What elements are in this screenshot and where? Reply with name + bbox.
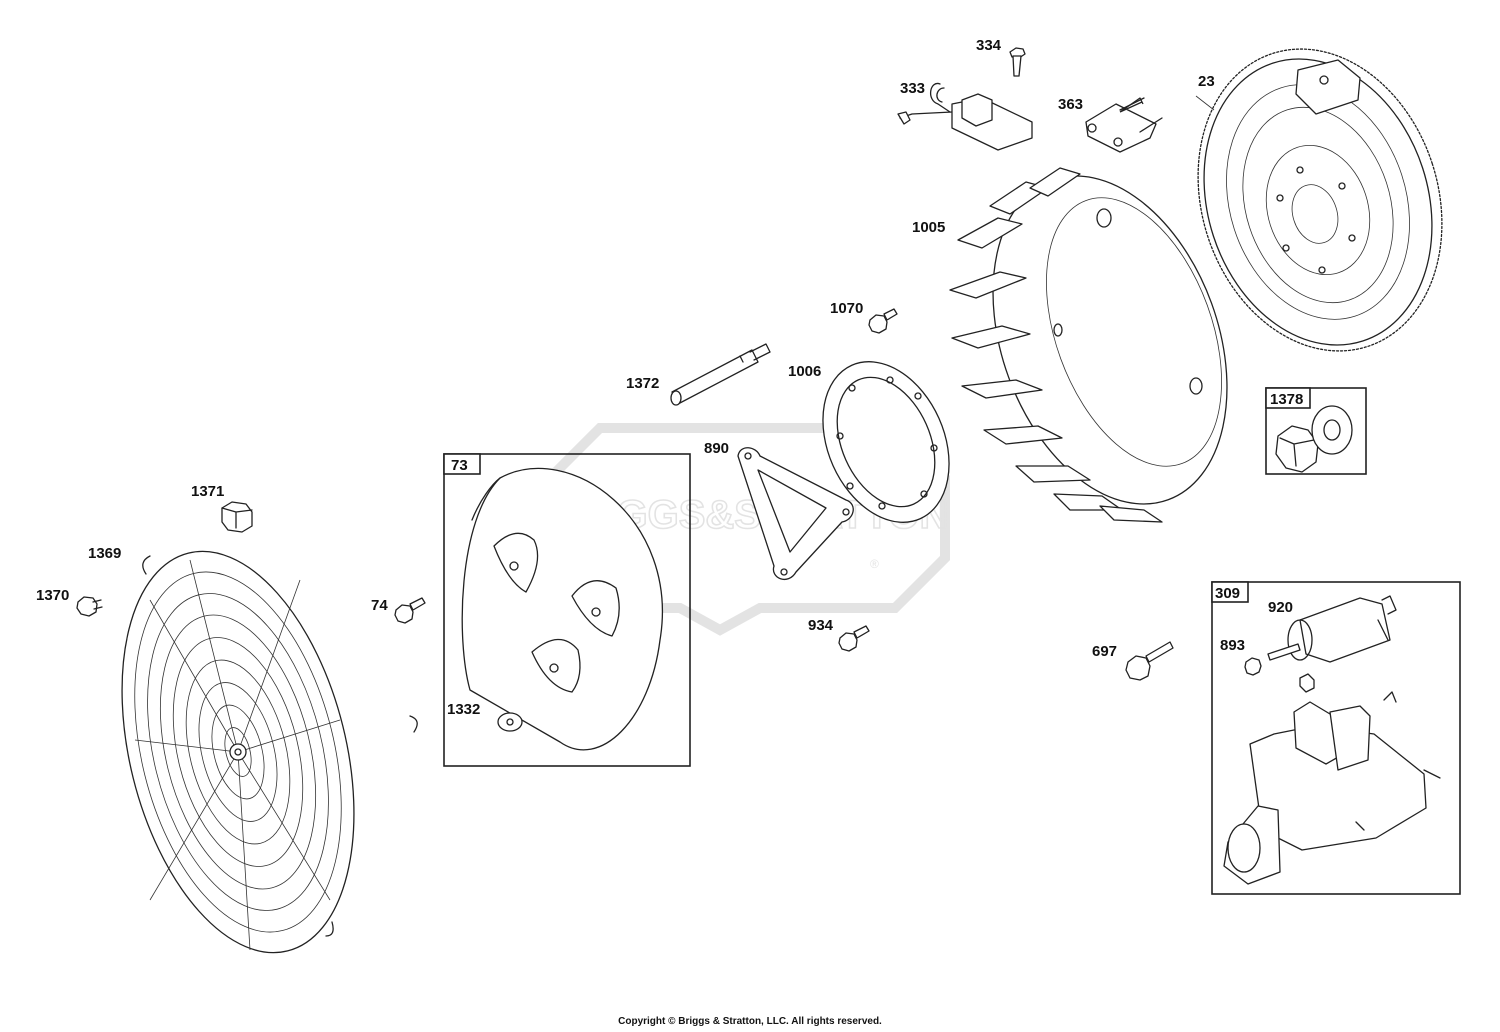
copyright-notice: Copyright © Briggs & Stratton, LLC. All … xyxy=(618,1016,882,1027)
part-333-ignition-module[interactable] xyxy=(897,82,1033,151)
label-1378: 1378 xyxy=(1270,391,1303,408)
part-1006-ring[interactable] xyxy=(799,342,973,543)
part-309-starter-box[interactable] xyxy=(1211,581,1461,895)
part-934-screw[interactable] xyxy=(838,625,870,652)
part-334-screw[interactable] xyxy=(1009,47,1026,77)
label-893: 893 xyxy=(1220,637,1245,654)
part-74-screw[interactable] xyxy=(394,597,426,624)
label-23: 23 xyxy=(1198,73,1215,90)
label-1370: 1370 xyxy=(36,587,69,604)
label-73: 73 xyxy=(451,457,468,474)
part-23-flywheel[interactable] xyxy=(1160,17,1480,383)
part-363-bracket[interactable] xyxy=(1085,97,1163,153)
label-1332: 1332 xyxy=(447,701,480,718)
part-1005-fan[interactable] xyxy=(949,143,1270,536)
part-73-kit-box[interactable] xyxy=(443,453,691,767)
label-920: 920 xyxy=(1268,599,1293,616)
part-1372-stud[interactable] xyxy=(670,343,771,406)
part-1371-spacer[interactable] xyxy=(221,501,253,533)
label-1005: 1005 xyxy=(912,219,945,236)
part-697-bolt[interactable] xyxy=(1125,641,1174,681)
label-333: 333 xyxy=(900,80,925,97)
label-363: 363 xyxy=(1058,96,1083,113)
label-334: 334 xyxy=(976,37,1002,54)
label-697: 697 xyxy=(1092,643,1117,660)
watermark-mark: ® xyxy=(870,557,879,571)
label-74: 74 xyxy=(371,597,388,614)
part-1369-guard[interactable] xyxy=(84,527,418,977)
label-890: 890 xyxy=(704,440,729,457)
part-1070-screw[interactable] xyxy=(868,308,898,334)
leader-lines xyxy=(1195,95,1215,111)
label-1371: 1371 xyxy=(191,483,224,500)
label-1070: 1070 xyxy=(830,300,863,317)
part-1378-kit-box[interactable] xyxy=(1265,387,1367,475)
label-1006: 1006 xyxy=(788,363,821,380)
label-934: 934 xyxy=(808,617,834,634)
label-309: 309 xyxy=(1215,585,1240,602)
label-1372: 1372 xyxy=(626,375,659,392)
part-890-bracket[interactable] xyxy=(737,447,854,581)
part-1370-screw[interactable] xyxy=(76,596,103,617)
label-1369: 1369 xyxy=(88,545,121,562)
